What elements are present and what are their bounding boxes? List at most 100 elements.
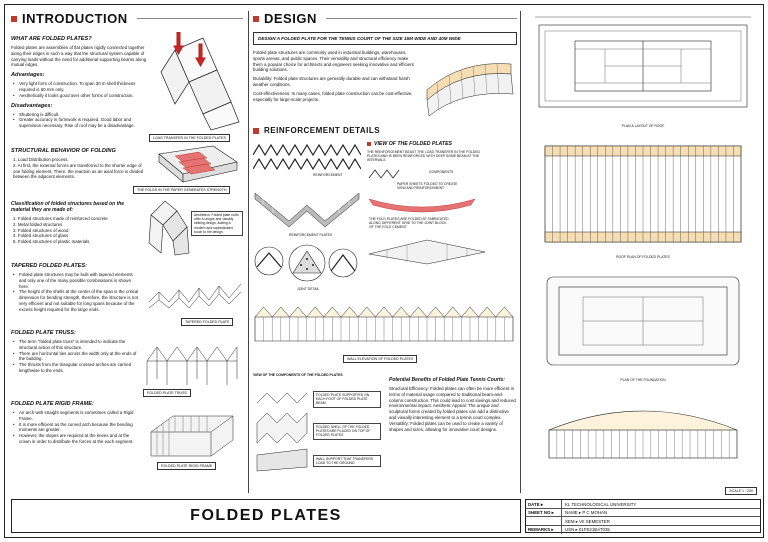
drawings-column: PLAN & LAYOUT OF ROOF ROOF PLAN OF FOLDE… [525,11,761,495]
list-item: 1. Folded structures made of reinforced … [13,216,108,221]
plan2-caption: ROOF PLAN OF FOLDED PLATES [616,255,670,259]
benefits-heading: Potential Benefits of Folded Plate Tenni… [389,377,505,383]
advantages-heading: Advantages: [11,72,45,79]
rigid-caption: FOLDED PLATE RIGID FRAME [157,462,217,470]
drawing-sheet: INTRODUCTION WHAT ARE FOLDED PLATES? Fol… [4,4,764,538]
heading-marker-icon [11,15,17,22]
components-caption: VIEW OF THE COMPONENTS OF THE FOLDED PLA… [253,373,343,377]
plan3-caption: PLAN OF THE FOUNDATION [620,378,666,382]
red-folded-plate-figure [368,198,476,213]
classification-list: 1. Folded structures made of reinforced … [11,216,141,245]
note-fold: THE FOLD PLATES ARE FOLDED AT FABRICATED… [369,217,449,230]
rigid-list: An arch with straight segments is someti… [11,410,137,445]
reinforcement-area: REINFORCEMENT REINFORCEMENT PLATES JOINT… [253,141,517,373]
heading-marker-icon [253,127,259,134]
list-item: The height of the shells at the center o… [11,289,141,312]
design-para-2: Durability: Folded plate structures are … [253,76,410,87]
list-item: 2. Metal folded structures [13,221,63,227]
table-row: SEM ▸ VII SEMESTER [526,517,760,526]
court-layout-plan [535,16,751,108]
joint-detail-label: JOINT DETAIL [297,287,320,291]
reinforcement-plates-label: REINFORCEMENT PLATES [289,233,333,237]
components-view: VIEW OF THE COMPONENTS OF THE FOLDED PLA… [253,373,383,481]
components-figure [368,168,400,179]
design-brief: DESIGN A FOLDED PLATE FOR THE TENNIS COU… [253,32,517,45]
scale-label: SCALE 1 : 200 [725,487,757,495]
exploded-components-figure [256,392,308,472]
list-item: Folded plate structures may be built wit… [11,272,141,289]
fig2-caption: THE FOLDS IN THE PAPER GENERATES STRENGT… [133,186,231,194]
aesthetic-note: Aesthetics: Folded plate roofs offer a u… [191,211,243,237]
what-heading: WHAT ARE FOLDED PLATES? [11,36,92,42]
list-item: It is more efficient as the curved arch … [11,422,137,434]
truss-figure: FOLDED PLATE TRUSS [143,339,243,397]
column-divider [248,11,249,493]
truss-caption: FOLDED PLATE TRUSS [143,389,191,397]
column-divider [520,11,521,493]
comp-note-1: FOLDED PLATE SUPPORTED ON EACH FOOT OF F… [313,391,381,408]
fig1-caption: LOAD TRANSFER IN THE FOLDED PLATES [149,134,230,142]
roof-plan-folded [544,145,742,243]
reinforcement-heading: REINFORCEMENT DETAILS [253,126,517,135]
plan1-caption: PLAN & LAYOUT OF ROOF [621,124,665,128]
design-para-1: Folded plate structures are commonly use… [253,50,414,73]
table-row: REMARKS ▸USN ▸ 01FE21BAT035 [528,525,610,534]
reinforcement-label: REINFORCEMENT [313,173,343,177]
list-item: Shuttering is difficult. [11,112,149,118]
sheet-title: FOLDED PLATES [190,507,342,524]
introduction-heading: INTRODUCTION [11,11,243,26]
tapered-caption: TAPERED FOLDED PLATE [181,318,234,326]
advantages-list: Very light form of construction. To span… [11,81,149,98]
list-item: Aesthetically it looks good over other f… [11,93,149,99]
view-panel: VIEW OF THE FOLDED PLATES THE REINFORCEM… [367,141,517,266]
note-top: THE REINFORCEMENT BEAST THE LOAD TRANSFE… [367,150,480,163]
what-text: Folded plates are assemblies of flat pla… [11,45,147,68]
info-table: DATE ▸KL TECHNOLOGICAL UNIVERSITY SHEET … [525,499,761,534]
benefits-text: Structural Efficiency: Folded plates can… [389,386,516,432]
behavior-heading: STRUCTURAL BEHAVIOR OF FOLDING [11,148,116,154]
design-para-3: Cost-effectiveness: In many cases, folde… [253,90,413,102]
folded-canopy-figure: Aesthetics: Folded plate roofs offer a u… [147,197,243,257]
comp-note-3: WALL SUPPORT THAT TRANSFERS LOAD TO THE … [313,455,381,468]
comp-note-2: FOLDED SHELL OF THE FOLDED PLATES ARE PL… [313,423,381,440]
roof-elevation-drawing [548,410,738,459]
introduction-column: INTRODUCTION WHAT ARE FOLDED PLATES? Fol… [11,11,243,470]
list-item: The thrusts from the triangular crossed … [11,362,137,374]
list-item: 3. Folded structures of wood [13,227,69,233]
classification-heading: Classification of folded structures base… [11,201,125,213]
tapered-heading: TAPERED FOLDED PLATES: [11,263,87,269]
list-item: Greater accuracy in formwork is required… [11,117,149,129]
tapered-list: Folded plate structures may be built wit… [11,272,141,313]
list-item: Very light form of construction. To span… [11,81,149,93]
truss-heading: FOLDED PLATE TRUSS: [11,330,76,336]
view-heading: VIEW OF THE FOLDED PLATES [367,141,517,147]
wall-elevation-figure [254,306,514,342]
list-item: 2. At first, the external forces are tra… [13,162,144,180]
paper-fold-figure: THE FOLDS IN THE PAPER GENERATES STRENGT… [133,144,243,194]
zigzag-reinforcement-figure [253,143,361,171]
rigid-heading: FOLDED PLATE RIGID FRAME: [11,401,94,407]
list-item: There are horizontal ties across the wid… [11,351,137,363]
list-item: 5. Folded structures of plastic material… [13,239,90,245]
list-item: An arch with straight segments is someti… [11,410,137,422]
list-item: 4. Folded structures of glass [13,233,69,239]
list-item: 1. Load Distribution process. [13,157,69,162]
benefits-block: Potential Benefits of Folded Plate Tenni… [389,373,517,481]
joint-detail-figure [254,244,358,282]
long-fold-figure [368,239,486,264]
disadvantages-heading: Disadvantages: [11,102,53,109]
note-sheet: PAPER SHEETS FOLDED TO CREATE VIEW AND R… [397,181,458,190]
wall-caption: WALL ELEVATION OF FOLDED PLATES [343,355,418,363]
roof-model-figure [421,50,517,120]
design-column: DESIGN DESIGN A FOLDED PLATE FOR THE TEN… [253,11,517,481]
foundation-plan [546,276,740,366]
load-transfer-figure: LOAD TRANSFER IN THE FOLDED PLATES [149,31,243,142]
design-heading: DESIGN [253,11,517,26]
reinforcement-plates-figure [254,192,360,228]
tapered-plate-figure: TAPERED FOLDED PLATE [147,272,243,326]
table-row: DATE ▸KL TECHNOLOGICAL UNIVERSITY [526,500,760,509]
list-item: The term "folded plate truss" is intende… [11,339,137,351]
components-label: COMPONENTS [429,169,454,174]
sheet-title-block: FOLDED PLATES [11,499,521,533]
heading-marker-icon [367,142,371,146]
